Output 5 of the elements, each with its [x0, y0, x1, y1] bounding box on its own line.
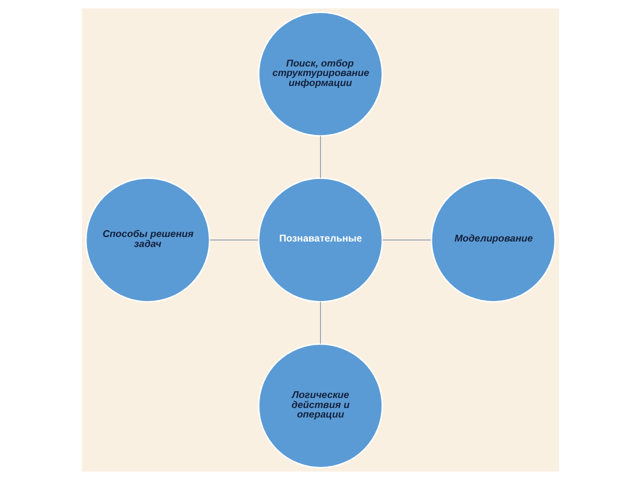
- node-circle: Способы решения задач: [84, 177, 210, 303]
- node-circle: Моделирование: [430, 177, 556, 303]
- node-circle: Логические действия и операции: [257, 343, 383, 468]
- node-circle: Поиск, отбор структурирование информации: [257, 12, 383, 137]
- node-circle: Познавательные: [257, 177, 383, 303]
